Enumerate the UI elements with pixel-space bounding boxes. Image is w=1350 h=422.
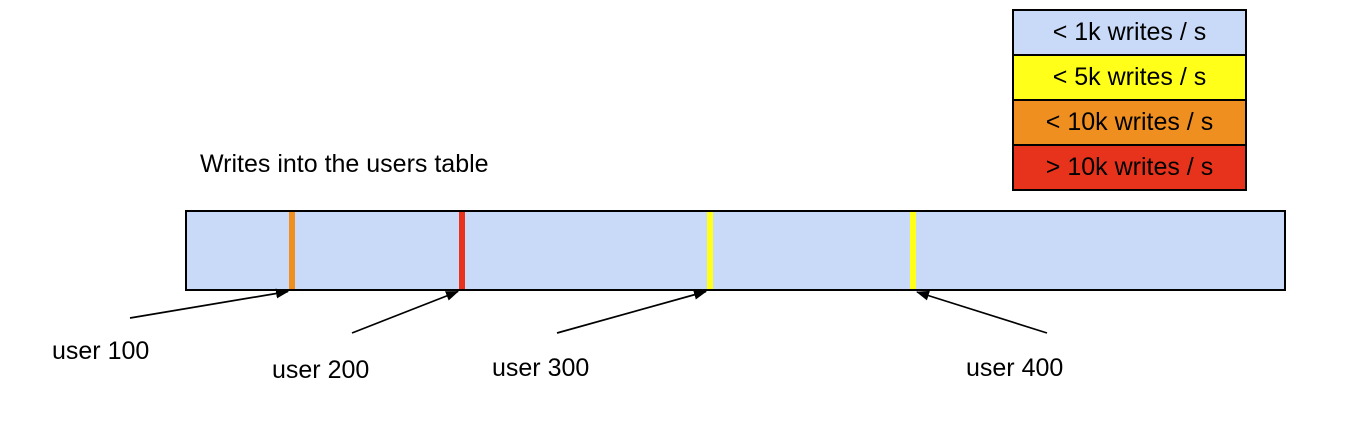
write-hotspot-marker (707, 212, 714, 289)
users-table-bar (185, 210, 1286, 291)
arrow-user-300 (556, 289, 707, 334)
write-hotspot-marker (910, 212, 917, 289)
write-hotspot-marker (289, 212, 296, 289)
arrow-user-400 (916, 290, 1048, 334)
arrow-user-200 (351, 290, 459, 334)
user-label-100: user 100 (52, 337, 150, 365)
write-hotspot-marker (459, 212, 466, 289)
legend-item: < 1k writes / s (1012, 9, 1247, 56)
arrow-user-100 (129, 288, 289, 319)
diagram-title: Writes into the users table (200, 150, 489, 178)
user-label-200: user 200 (272, 356, 370, 384)
legend-item: < 10k writes / s (1012, 99, 1247, 146)
user-label-300: user 300 (492, 354, 590, 382)
legend: < 1k writes / s< 5k writes / s< 10k writ… (1012, 9, 1247, 191)
legend-item: > 10k writes / s (1012, 144, 1247, 191)
legend-item: < 5k writes / s (1012, 54, 1247, 101)
user-label-400: user 400 (966, 354, 1064, 382)
